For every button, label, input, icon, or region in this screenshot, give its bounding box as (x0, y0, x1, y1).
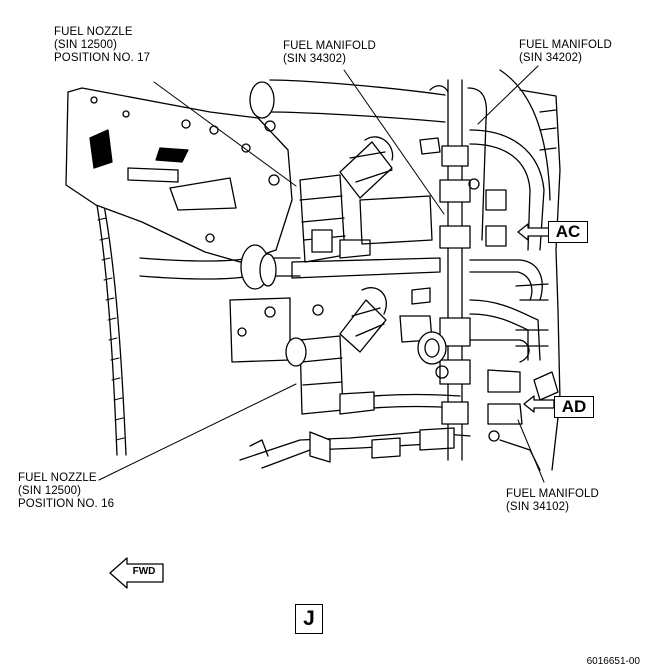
callout-line: POSITION NO. 16 (18, 498, 115, 510)
combustor-case (91, 177, 127, 456)
view-arrow-ac (517, 223, 551, 241)
fwd-arrow (109, 557, 164, 589)
callout-line: (SIN 34302) (283, 53, 347, 65)
leader-nozzle-17 (153, 81, 297, 187)
callout-fuel-manifold-34102: FUEL MANIFOLD (SIN 34102) (506, 488, 599, 514)
fwd-label: FWD (132, 566, 156, 577)
mounting-bracket (65, 87, 293, 263)
callout-fuel-manifold-34202: FUEL MANIFOLD (SIN 34202) (519, 39, 612, 65)
lower-manifold (239, 427, 471, 469)
callout-line: (SIN 12500) (18, 485, 82, 497)
callout-line: FUEL MANIFOLD (283, 40, 376, 52)
callout-line: FUEL NOZZLE (18, 472, 97, 484)
view-tag-ac: AC (548, 221, 588, 243)
leader-manifold-34202 (477, 65, 539, 125)
callout-fuel-nozzle-16: FUEL NOZZLE (SIN 12500) POSITION NO. 16 (18, 472, 114, 511)
drawing-number: 6016651-00 (586, 656, 640, 667)
callout-fuel-manifold-34302: FUEL MANIFOLD (SIN 34302) (283, 40, 376, 66)
engine-casing-right (419, 69, 561, 471)
leader-manifold-34102 (517, 419, 545, 483)
leader-lines (98, 65, 545, 483)
leader-manifold-34302 (343, 69, 445, 215)
callout-line: POSITION NO. 17 (54, 52, 151, 64)
callout-line: (SIN 34202) (519, 52, 583, 64)
upper-manifold-tube (139, 79, 446, 290)
callout-fuel-nozzle-17: FUEL NOZZLE (SIN 12500) POSITION NO. 17 (54, 26, 150, 65)
callout-line: FUEL MANIFOLD (506, 488, 599, 500)
callout-line: (SIN 12500) (54, 39, 118, 51)
fuel-nozzle-16 (285, 287, 461, 415)
fuel-nozzle-17 (268, 136, 394, 263)
callout-line: FUEL MANIFOLD (519, 39, 612, 51)
view-letter-j: J (295, 604, 323, 634)
callout-line: FUEL NOZZLE (54, 26, 133, 38)
leader-nozzle-16 (98, 383, 297, 481)
view-tag-ad: AD (554, 396, 594, 418)
vertical-manifold-pipe (439, 79, 488, 461)
callout-line: (SIN 34102) (506, 501, 570, 513)
view-arrow-ad (523, 395, 555, 413)
